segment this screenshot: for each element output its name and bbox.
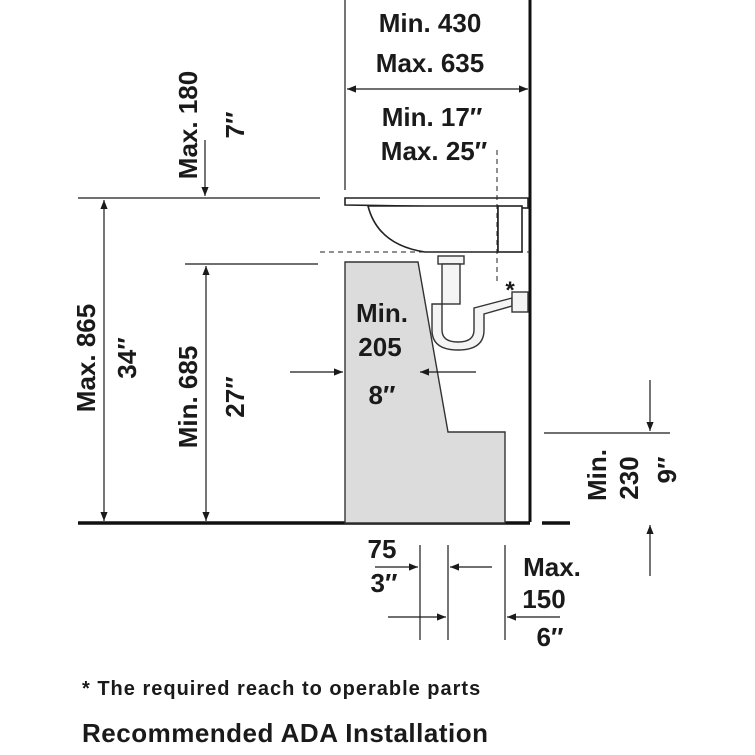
toe-depth-mm: 150 — [522, 584, 565, 614]
rim-height-in: 34″ — [112, 337, 142, 378]
toe-height-in: 9″ — [652, 457, 682, 484]
drain-pipe — [441, 263, 461, 305]
clear-width-min-mm: Min. 430 — [379, 8, 482, 38]
diagram-caption: Recommended ADA Installation — [82, 718, 489, 748]
knee-clearance-block — [344, 261, 506, 524]
sink-back — [497, 205, 523, 253]
rim-height-mm: Max. 865 — [71, 304, 101, 412]
p-trap — [431, 297, 513, 351]
toe-height-mm: 230 — [614, 456, 644, 499]
wall-flange — [511, 291, 529, 313]
knee-height-in: 27″ — [220, 376, 250, 417]
knee-depth-min-label: Min. — [356, 298, 408, 328]
knee-depth-mm: 205 — [358, 332, 401, 362]
toe-height-min-label: Min. — [582, 449, 612, 501]
clear-width-min-in: Min. 17″ — [382, 102, 483, 132]
knee-height-mm: Min. 685 — [173, 346, 203, 449]
reach-footnote: * The required reach to operable parts — [82, 678, 482, 700]
toe-offset-in: 3″ — [371, 568, 398, 598]
top-clear-mm: Max. 180 — [173, 71, 203, 179]
drain-tailpiece — [437, 255, 465, 265]
reach-marker: * — [505, 277, 515, 304]
toe-offset-mm: 75 — [368, 534, 397, 564]
toe-depth-in: 6″ — [537, 622, 564, 652]
sink-bowl — [366, 205, 499, 253]
toe-depth-max-label: Max. — [523, 552, 581, 582]
knee-depth-in: 8″ — [369, 380, 396, 410]
clear-width-max-in: Max. 25″ — [381, 136, 487, 166]
clear-width-max-mm: Max. 635 — [376, 48, 484, 78]
top-clear-in: 7″ — [220, 112, 250, 139]
